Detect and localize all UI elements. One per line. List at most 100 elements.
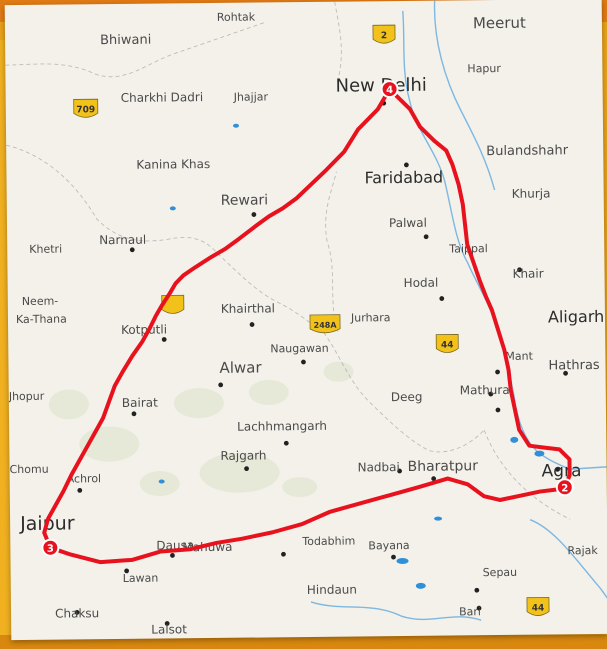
place-label-hapur[interactable]: Hapur (467, 62, 501, 75)
place-label-neem[interactable]: Neem- (22, 295, 59, 308)
place-label-bairat[interactable]: Bairat (122, 396, 158, 410)
place-label-khair[interactable]: Khair (512, 267, 543, 281)
place-label-nadbai[interactable]: Nadbai (357, 460, 399, 474)
place-label-charkhi-dadri[interactable]: Charkhi Dadri (121, 90, 204, 105)
place-label-khairthal[interactable]: Khairthal (221, 301, 275, 316)
place-label-mant[interactable]: Mant (505, 350, 533, 363)
place-label-rajak[interactable]: Rajak (567, 544, 598, 557)
place-label-faridabad[interactable]: Faridabad (364, 168, 443, 188)
place-dot (161, 337, 167, 342)
water-body (169, 206, 176, 211)
place-label-todabhim[interactable]: Todabhim (301, 535, 355, 549)
stop-marker-2[interactable]: 2 (555, 478, 574, 497)
place-dot (517, 267, 522, 273)
highway-shield: 248A (309, 314, 341, 334)
shield-shape (309, 314, 341, 334)
place-dot (474, 587, 480, 593)
state-border-line (6, 144, 485, 453)
place-label-alwar[interactable]: Alwar (219, 358, 262, 376)
place-dot (423, 234, 429, 240)
place-label-mathura[interactable]: Mathura (460, 383, 510, 398)
state-borders-layer (5, 1, 571, 520)
place-dot (403, 162, 409, 168)
shield-shape (73, 98, 99, 118)
state-border-line (334, 1, 342, 82)
place-label-hodal[interactable]: Hodal (404, 276, 439, 290)
place-label-sepau[interactable]: Sepau (483, 566, 518, 579)
stop-marker-4[interactable]: 4 (380, 80, 399, 99)
place-dot (495, 369, 500, 375)
place-label-deeg[interactable]: Deeg (391, 390, 423, 404)
water-body (415, 582, 426, 589)
place-label-meerut[interactable]: Meerut (473, 14, 526, 33)
place-dot (495, 407, 501, 413)
terrain-patch (282, 477, 318, 498)
place-label-chaksu[interactable]: Chaksu (55, 606, 99, 620)
place-label-bharatpur[interactable]: Bharatpur (407, 458, 478, 475)
highway-shield: 709 (73, 98, 99, 118)
place-label-new-delhi[interactable]: New Delhi (335, 75, 427, 97)
place-label-jhajjar[interactable]: Jhajjar (233, 90, 269, 103)
place-label-agra[interactable]: Agra (542, 461, 582, 481)
place-label-jurhara[interactable]: Jurhara (350, 311, 391, 324)
place-dot (397, 468, 402, 474)
place-dot (555, 466, 560, 472)
place-label-achrol[interactable]: Achrol (67, 472, 102, 485)
place-label-palwal[interactable]: Palwal (389, 216, 427, 230)
place-dot (74, 610, 80, 615)
place-label-ka-thana[interactable]: Ka-Thana (16, 313, 67, 327)
place-label-naugawan[interactable]: Naugawan (270, 342, 329, 356)
place-dot (283, 440, 289, 446)
place-label-hathras[interactable]: Hathras (548, 358, 600, 374)
place-label-lawan[interactable]: Lawan (123, 572, 159, 585)
place-dot (281, 551, 286, 557)
water-body (396, 558, 409, 565)
place-label-khetri[interactable]: Khetri (29, 243, 62, 256)
place-label-narnaul[interactable]: Narnaul (99, 233, 146, 247)
shield-shape (372, 24, 396, 44)
terrain-patch (139, 471, 180, 497)
stop-marker-3[interactable]: 3 (41, 538, 60, 557)
shield-label: 44 (532, 604, 545, 614)
place-label-chomu[interactable]: Chomu (9, 463, 48, 476)
highway-shield: 44 (435, 334, 459, 353)
place-dot (244, 466, 249, 472)
water-body (158, 479, 165, 484)
route-path[interactable] (40, 87, 572, 565)
place-label-hindaun[interactable]: Hindaun (307, 582, 357, 597)
place-label-jhopur[interactable]: Jhopur (8, 390, 45, 403)
place-label-bhiwani[interactable]: Bhiwani (100, 33, 151, 49)
stop-marker-circle[interactable] (555, 478, 574, 497)
water-body (232, 123, 239, 128)
stop-marker-label: 2 (561, 483, 568, 494)
place-dot (563, 370, 568, 376)
route-layer (40, 87, 572, 565)
place-label-aligarh[interactable]: Aligarh (548, 307, 604, 327)
water-body (534, 450, 545, 457)
place-dot (476, 605, 482, 611)
place-dot (164, 621, 170, 626)
state-border-line (483, 429, 571, 520)
terrain-patch (173, 388, 224, 419)
place-label-lalsot[interactable]: Lalsot (151, 622, 187, 636)
place-label-bari[interactable]: Bari (459, 605, 481, 618)
place-label-kotputli[interactable]: Kotputli (121, 322, 167, 336)
place-label-rohtak[interactable]: Rohtak (217, 11, 256, 24)
place-label-bulandshahr[interactable]: Bulandshahr (486, 143, 569, 159)
river-line (433, 0, 496, 191)
stop-marker-circle[interactable] (380, 80, 399, 99)
place-label-khurja[interactable]: Khurja (512, 186, 551, 200)
place-label-bayana[interactable]: Bayana (368, 539, 409, 552)
place-dot (488, 391, 494, 397)
place-dot (391, 554, 396, 560)
place-label-kanina-khas[interactable]: Kanina Khas (136, 157, 210, 172)
place-label-rajgarh[interactable]: Rajgarh (220, 448, 266, 462)
place-dot (301, 359, 306, 365)
place-label-lachhmangarh[interactable]: Lachhmangarh (237, 419, 327, 434)
place-dot (124, 568, 130, 574)
stop-marker-circle[interactable] (41, 538, 60, 557)
place-dot (431, 476, 437, 482)
place-label-rewari[interactable]: Rewari (221, 192, 269, 208)
